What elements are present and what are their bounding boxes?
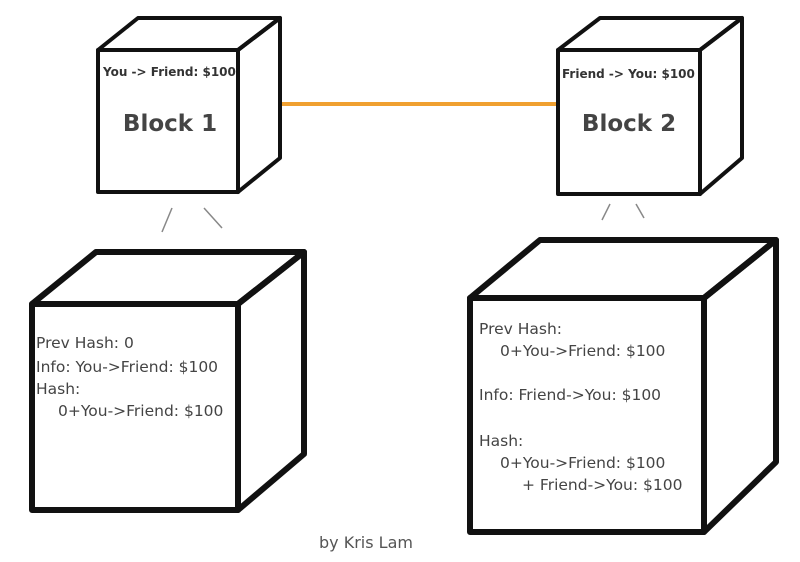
block-1-transaction: You -> Friend: $100 <box>102 65 236 79</box>
detail-1-text: Prev Hash: 0 Info: You->Friend: $100 Has… <box>36 334 223 420</box>
detail-2-line: + Friend->You: $100 <box>522 476 682 494</box>
zoom-line <box>161 207 173 233</box>
detail-2-side-face <box>701 237 779 535</box>
zoom-line <box>203 207 223 229</box>
detail-2-line: 0+You->Friend: $100 <box>500 454 665 472</box>
author-credit: by Kris Lam <box>319 533 413 552</box>
block-2-side-face <box>698 16 744 196</box>
block-1-title: Block 1 <box>123 111 217 137</box>
detail-2-text: Prev Hash: 0+You->Friend: $100 Info: Fri… <box>479 320 682 494</box>
zoom-lines-2 <box>601 203 645 221</box>
zoom-line <box>601 203 611 221</box>
block-2-front-face <box>556 48 702 196</box>
block-2-cube <box>556 16 744 196</box>
block-1-side-face <box>236 16 282 194</box>
detail-1-front-face <box>29 301 241 513</box>
detail-2-top-face <box>467 237 779 301</box>
detail-2-line: Info: Friend->You: $100 <box>479 386 661 404</box>
detail-2-cube <box>467 237 779 535</box>
detail-1-top-face <box>29 249 307 307</box>
zoom-lines-1 <box>161 207 223 233</box>
detail-1-line: Prev Hash: 0 <box>36 334 134 352</box>
block-2-transaction: Friend -> You: $100 <box>562 67 695 81</box>
detail-1-line: Info: You->Friend: $100 <box>36 358 218 376</box>
block-1-top-face <box>96 16 282 52</box>
block-2-title: Block 2 <box>582 111 676 137</box>
block-1-cube <box>96 16 282 194</box>
detail-2-front-face <box>467 295 707 535</box>
detail-1-cube <box>29 249 307 513</box>
block-1-front-face <box>96 48 240 194</box>
detail-1-line: 0+You->Friend: $100 <box>58 402 223 420</box>
zoom-line <box>635 203 645 219</box>
detail-2-line: 0+You->Friend: $100 <box>500 342 665 360</box>
detail-2-line: Prev Hash: <box>479 320 562 338</box>
detail-1-side-face <box>235 249 307 513</box>
block-2-top-face <box>556 16 744 52</box>
detail-2-line: Hash: <box>479 432 523 450</box>
detail-1-line: Hash: <box>36 380 80 398</box>
